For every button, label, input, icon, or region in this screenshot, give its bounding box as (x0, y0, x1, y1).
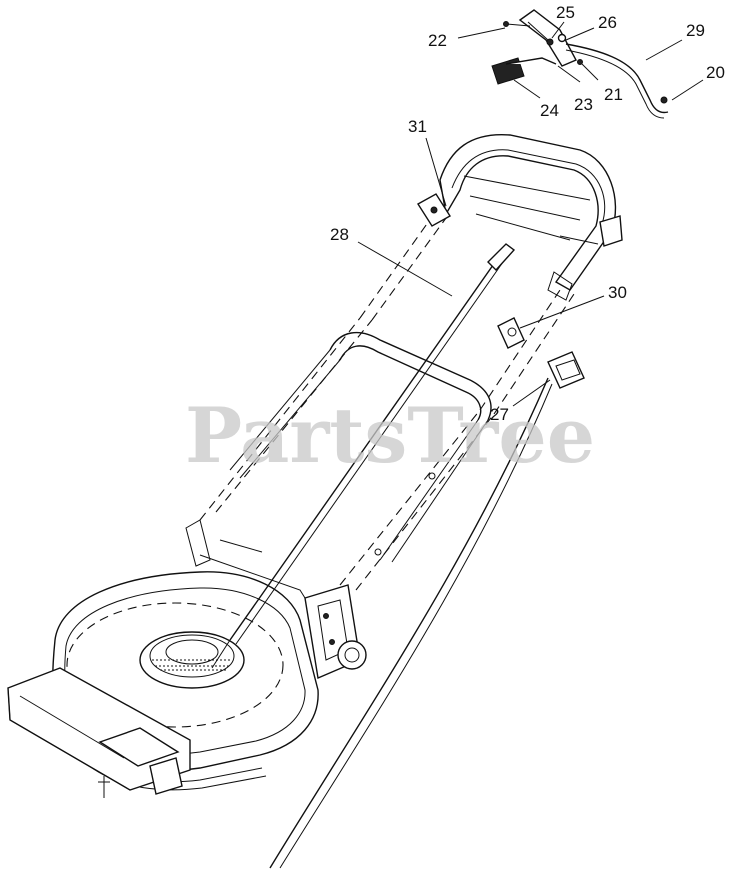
upper-handle (359, 134, 623, 415)
leader-29 (645, 39, 683, 61)
leader-30 (519, 295, 605, 329)
bail-cable (211, 243, 516, 669)
leader-lines (357, 21, 704, 407)
callout-labels: 20 21 22 23 24 25 26 27 28 29 30 31 (330, 3, 725, 424)
leader-20 (671, 79, 704, 101)
callout-24: 24 (540, 101, 559, 120)
callout-20: 20 (706, 63, 725, 82)
leader-31 (425, 137, 447, 207)
leader-27 (512, 379, 551, 407)
leader-25 (551, 21, 565, 39)
callout-25: 25 (556, 3, 575, 22)
callout-28: 28 (330, 225, 349, 244)
callout-26: 26 (598, 13, 617, 32)
leader-26 (565, 27, 595, 41)
leader-23 (557, 65, 581, 83)
callout-29: 29 (686, 21, 705, 40)
cable-clip (547, 351, 585, 389)
callout-23: 23 (574, 95, 593, 114)
leader-28 (357, 241, 453, 297)
mower-deck (7, 519, 367, 798)
leader-21 (581, 63, 599, 81)
callout-31: 31 (408, 117, 427, 136)
cable-guide (497, 317, 525, 349)
callout-30: 30 (608, 283, 627, 302)
leader-22 (457, 27, 506, 39)
drive-control-assembly (491, 9, 669, 119)
control-cable (269, 377, 553, 869)
leader-24 (513, 79, 541, 99)
callout-27: 27 (490, 405, 509, 424)
lower-handle (199, 317, 495, 591)
partstree-watermark: PartsTree (185, 391, 595, 480)
callout-22: 22 (428, 31, 447, 50)
callout-21: 21 (604, 85, 623, 104)
